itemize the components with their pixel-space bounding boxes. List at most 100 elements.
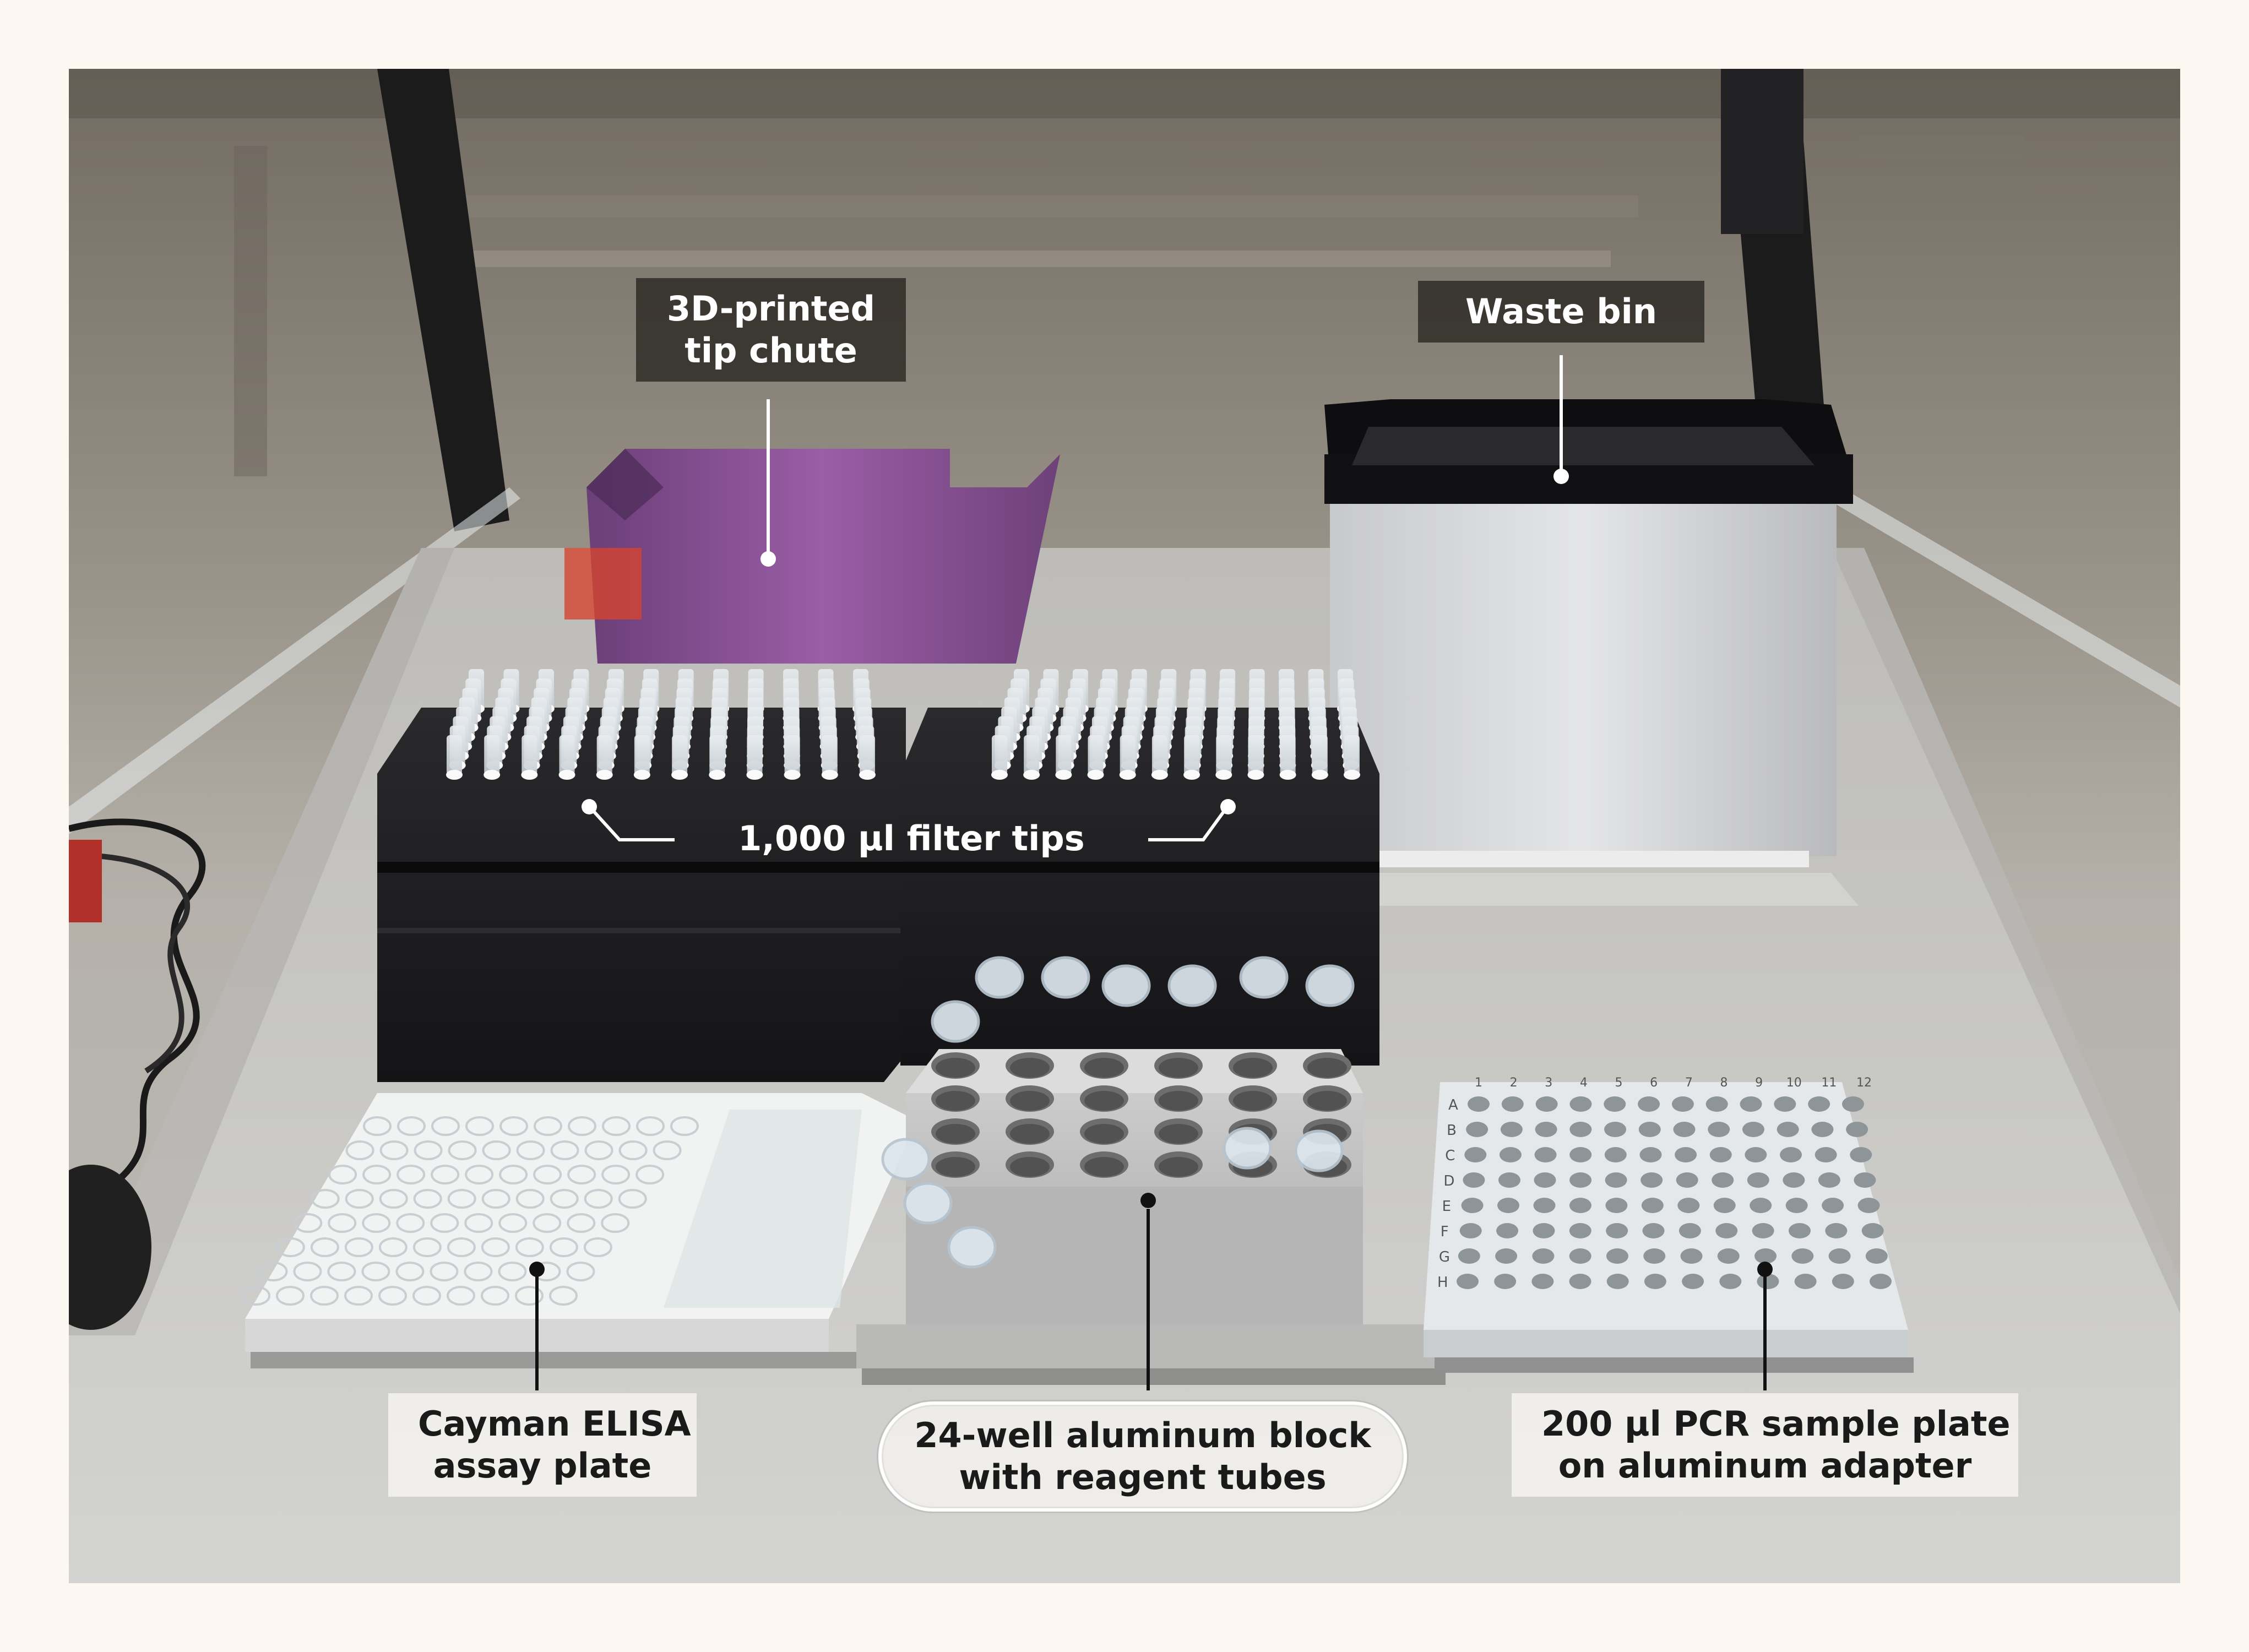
left-tip-box xyxy=(377,669,906,1082)
pcr-well xyxy=(1854,1172,1876,1188)
tip-filter xyxy=(671,770,688,780)
pcr-column-label: 2 xyxy=(1510,1076,1518,1090)
block-well-inner xyxy=(1159,1058,1198,1078)
block-well-inner xyxy=(1307,1058,1347,1078)
waste-bin-object xyxy=(1324,399,1859,906)
pcr-well xyxy=(1638,1122,1661,1137)
filter-tips-left-dot xyxy=(582,799,597,814)
pcr-well xyxy=(1742,1122,1764,1137)
dark-pointer-lines xyxy=(535,1209,1767,1390)
tip-filter xyxy=(859,770,876,780)
tip-filter xyxy=(784,770,801,780)
pcr-well xyxy=(1459,1223,1482,1238)
elisa-well xyxy=(293,1262,322,1281)
block-well-inner xyxy=(936,1058,975,1078)
tip-filter xyxy=(1087,770,1104,780)
pipette-tip xyxy=(1120,735,1136,775)
tip-filter xyxy=(991,770,1008,780)
tip-filter xyxy=(596,770,613,780)
elisa-well xyxy=(549,1237,578,1257)
pcr-well xyxy=(1794,1274,1817,1289)
elisa-well xyxy=(568,1116,596,1136)
tip-filter xyxy=(821,770,838,780)
pcr-well xyxy=(1569,1096,1592,1112)
pcr-row-label: F xyxy=(1441,1224,1449,1240)
elisa-well xyxy=(448,1140,477,1160)
pcr-well xyxy=(1535,1096,1558,1112)
tube-cap xyxy=(1223,1127,1272,1170)
pcr-well xyxy=(1640,1172,1663,1188)
elisa-well xyxy=(636,1116,665,1136)
pcr-well xyxy=(1677,1198,1700,1213)
elisa-well xyxy=(310,1237,339,1257)
elisa-well xyxy=(515,1237,544,1257)
pcr-well xyxy=(1641,1198,1664,1213)
elisa-well xyxy=(379,1140,409,1160)
elisa-well xyxy=(481,1286,509,1306)
pcr-well xyxy=(1705,1096,1728,1112)
pcr-well xyxy=(1791,1248,1814,1264)
pcr-well xyxy=(1842,1096,1864,1112)
elisa-well xyxy=(465,1165,494,1184)
elisa-well xyxy=(499,1165,528,1184)
pcr-well xyxy=(1818,1172,1840,1188)
pipette-tip xyxy=(1024,735,1040,775)
elisa-well xyxy=(344,1286,373,1306)
tip-chute-label-line2: tip chute xyxy=(685,330,857,371)
pcr-wells xyxy=(1457,1096,1892,1289)
tube-cap xyxy=(1101,964,1151,1007)
pcr-well xyxy=(1606,1223,1628,1238)
elisa-plate-object xyxy=(242,1093,917,1368)
tip-filter xyxy=(521,770,538,780)
aluminum-block-label: 24-well aluminum block with reagent tube… xyxy=(878,1401,1407,1512)
pipette-tip xyxy=(992,735,1007,775)
pcr-well xyxy=(1604,1096,1626,1112)
waste-bin-label-line1: Waste bin xyxy=(1465,291,1657,332)
block-dot xyxy=(1140,1193,1156,1208)
pcr-well xyxy=(1777,1122,1799,1137)
elisa-well xyxy=(345,1189,374,1209)
pcr-well xyxy=(1745,1147,1767,1162)
pcr-well xyxy=(1846,1122,1868,1137)
pcr-row-label: A xyxy=(1448,1097,1458,1113)
elisa-well xyxy=(397,1116,426,1136)
pcr-well xyxy=(1865,1248,1888,1264)
pipette-tip xyxy=(1280,735,1296,775)
elisa-well xyxy=(653,1140,682,1160)
elisa-well xyxy=(412,1286,441,1306)
pipette-tip xyxy=(1248,735,1264,775)
block-well-inner xyxy=(1084,1124,1124,1144)
tip-filter xyxy=(1119,770,1136,780)
tip-filter xyxy=(633,770,650,780)
elisa-well xyxy=(464,1213,493,1233)
pcr-well xyxy=(1780,1147,1802,1162)
pcr-well xyxy=(1497,1198,1520,1213)
pcr-well xyxy=(1754,1248,1777,1264)
tip-chute-dot xyxy=(760,551,776,567)
pcr-well xyxy=(1461,1198,1484,1213)
elisa-well xyxy=(464,1262,493,1281)
tube-cap xyxy=(903,1182,953,1225)
pcr-well xyxy=(1750,1198,1772,1213)
elisa-well xyxy=(618,1140,648,1160)
pcr-well xyxy=(1463,1172,1485,1188)
elisa-well xyxy=(567,1213,596,1233)
elisa-well xyxy=(550,1189,579,1209)
elisa-well xyxy=(583,1237,612,1257)
block-well-inner xyxy=(1307,1091,1347,1111)
pcr-well xyxy=(1569,1223,1591,1238)
pcr-well xyxy=(1532,1248,1555,1264)
tip-filter xyxy=(446,770,463,780)
block-well-inner xyxy=(1084,1157,1124,1177)
pcr-dot xyxy=(1757,1262,1773,1277)
elisa-well xyxy=(670,1116,699,1136)
pcr-well xyxy=(1715,1223,1738,1238)
pcr-well xyxy=(1569,1198,1591,1213)
pcr-well xyxy=(1828,1248,1851,1264)
elisa-well xyxy=(481,1189,510,1209)
pcr-column-label: 11 xyxy=(1821,1076,1837,1090)
